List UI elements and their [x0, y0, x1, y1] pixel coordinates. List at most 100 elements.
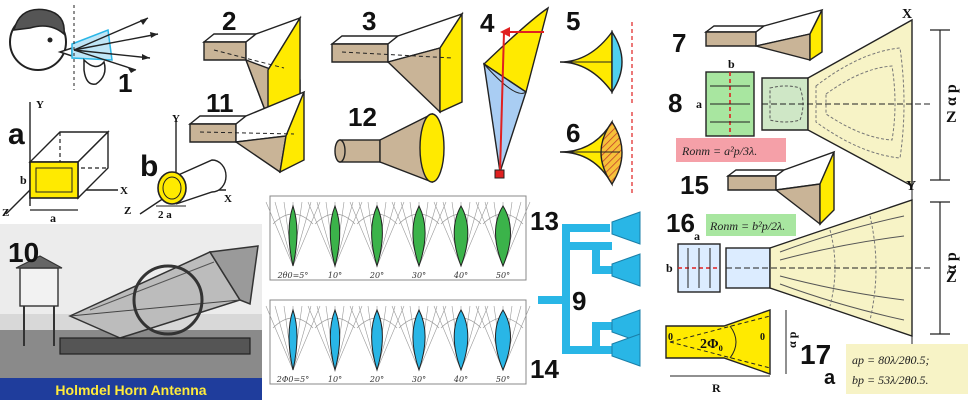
pattern-grid-line	[502, 305, 531, 371]
figure-5-horn-with-lens: 5	[559, 6, 633, 104]
pattern-grid-line	[316, 305, 336, 371]
horn-aperture	[439, 11, 463, 114]
figure-number-16: 16	[666, 208, 695, 238]
pattern-angle-label: 10°	[328, 271, 342, 280]
round-feed	[339, 139, 381, 163]
figure-14-radiation-patterns-cyan: 2Φ0=5°10°20°30°40°50°	[265, 299, 531, 385]
figure-number-7: 7	[672, 28, 686, 58]
formula-17-line-1: ap = 80λ/2θ0.5;	[852, 353, 930, 367]
ray-arrowhead	[140, 18, 148, 25]
feed-front	[727, 175, 777, 191]
field-line	[779, 215, 905, 253]
pattern-frame	[269, 299, 527, 385]
angle-line	[669, 315, 771, 343]
figure-6-horn-with-hatched-lens: 6	[559, 112, 633, 196]
pattern-grid-line	[265, 305, 294, 371]
dimension-a-label: a	[50, 211, 56, 225]
z-axis-line	[5, 189, 31, 215]
pattern-angle-label: 2θ0=5°	[277, 271, 309, 280]
pattern-grid-line	[349, 305, 378, 371]
pattern-lobe	[495, 205, 511, 268]
r-label: R	[712, 381, 721, 395]
sector-yellow-region	[482, 6, 550, 94]
figure-7-sectoral-horn: 7	[672, 8, 824, 62]
origin-label: 0	[668, 332, 673, 343]
figure-4-sector-cross-section: 4	[480, 6, 550, 179]
alpha-p-label: α p	[943, 252, 960, 274]
feed-front	[331, 43, 389, 63]
formula-background	[846, 344, 968, 394]
pattern-grid-line	[334, 201, 354, 267]
pattern-grid-line	[460, 201, 489, 267]
pattern-grid-line	[418, 201, 447, 267]
hair	[13, 8, 65, 36]
formula-background	[676, 138, 786, 162]
pattern-angle-label: 50°	[496, 375, 510, 384]
pattern-grid-line	[349, 201, 378, 267]
pattern-lobe	[453, 204, 469, 268]
cab-roof	[15, 255, 63, 269]
horn-edge	[89, 261, 215, 311]
horn-bottom	[234, 135, 287, 174]
figure-number-6: 6	[566, 118, 580, 148]
apex-ray	[499, 31, 505, 173]
figure-number-5: 5	[566, 6, 580, 36]
aperture-inner	[35, 167, 73, 193]
dimension-a-label: a	[694, 229, 700, 243]
x-axis-label: X	[902, 7, 912, 22]
pattern-lobe	[371, 204, 383, 268]
feed-end	[334, 139, 346, 163]
figure-15-sectoral-horn: 15	[680, 150, 836, 226]
support-wheel	[132, 264, 204, 336]
sound-ray-2	[73, 33, 159, 51]
small-horn	[611, 333, 641, 367]
figure-12-conical-horn: 12	[334, 102, 445, 184]
pattern-angle-label: 50°	[496, 271, 510, 280]
pattern-grid-line	[475, 201, 504, 267]
wavefront	[829, 229, 836, 307]
figure-number-4: 4	[480, 8, 495, 38]
feed-top	[725, 169, 787, 177]
formula-17-line-2: bp = 53λ/2θ0.5.	[852, 373, 929, 387]
origin-label: 0	[760, 332, 765, 343]
sound-ray-1	[73, 17, 149, 51]
pattern-lobe	[329, 204, 341, 268]
figure-label-a: a	[8, 118, 25, 151]
figure-number-17: 17	[800, 339, 831, 370]
figure-number-8: 8	[668, 88, 682, 118]
circular-aperture	[157, 171, 187, 205]
figure-a-rectangular-waveguide: Y X Z b a a	[2, 99, 128, 225]
waveguide-aperture	[29, 161, 79, 199]
figure-11-pyramidal-horn: 11	[188, 88, 306, 174]
alpha-p-label: α p	[943, 84, 960, 106]
pattern-angle-label: 30°	[412, 375, 426, 384]
pattern-angle-label: 30°	[412, 271, 426, 280]
sector-blue-region	[483, 62, 527, 173]
horn-profile	[665, 309, 771, 375]
sector-divider	[483, 63, 527, 94]
pattern-grid-line	[292, 305, 321, 371]
eye	[47, 37, 53, 43]
pattern-grid-line	[460, 305, 489, 371]
pattern-grid-line	[292, 201, 312, 267]
pattern-grid-line	[376, 305, 405, 371]
figure-label-17a: a	[824, 367, 836, 389]
pattern-grid-line	[265, 201, 294, 267]
figure-number-2: 2	[222, 6, 236, 36]
horn-mouth	[208, 245, 259, 306]
branch-line	[538, 242, 612, 304]
formula-background	[706, 214, 796, 236]
figure-number-9: 9	[572, 286, 586, 316]
pattern-cell-green: 10°	[307, 201, 363, 280]
hand	[83, 58, 106, 85]
feed-front	[203, 41, 247, 61]
pattern-cell-cyan: 50°	[475, 305, 531, 384]
ray-arrowhead	[150, 32, 158, 38]
pattern-grid-line	[391, 305, 420, 371]
horn-aperture	[809, 9, 823, 62]
field-contour	[825, 65, 896, 141]
pattern-grid-line	[391, 201, 420, 267]
z-axis-label: Z	[2, 207, 9, 219]
figure-9-feed-network: 9	[538, 211, 641, 367]
